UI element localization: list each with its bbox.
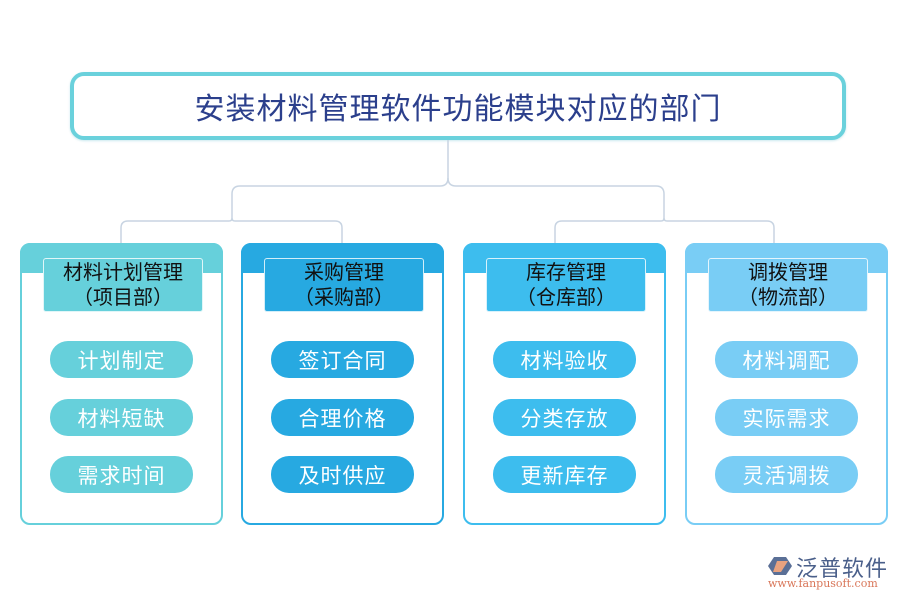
diagram-title: 安装材料管理软件功能模块对应的部门 — [194, 92, 722, 127]
module-card-transfer: 调拨管理 （物流部） 材料调配 实际需求 灵活调拨 — [685, 243, 888, 525]
feature-pill: 灵活调拨 — [715, 456, 858, 493]
feature-pill: 分类存放 — [493, 399, 636, 436]
module-card-planning: 材料计划管理 （项目部） 计划制定 材料短缺 需求时间 — [20, 243, 223, 525]
module-department: （采购部） — [294, 285, 394, 309]
module-department: （仓库部） — [516, 285, 616, 309]
feature-pill: 实际需求 — [715, 399, 858, 436]
title-box: 安装材料管理软件功能模块对应的部门 — [70, 72, 846, 140]
module-label: 库存管理 （仓库部） — [486, 258, 646, 312]
feature-pill: 需求时间 — [50, 456, 193, 493]
feature-pill: 及时供应 — [271, 456, 414, 493]
module-card-purchasing: 采购管理 （采购部） 签订合同 合理价格 及时供应 — [241, 243, 444, 525]
module-name: 调拨管理 — [748, 260, 828, 284]
module-name: 库存管理 — [526, 260, 606, 284]
logo-url: www.fanpusoft.com — [768, 577, 878, 590]
module-name: 采购管理 — [304, 260, 384, 284]
module-name: 材料计划管理 — [63, 260, 183, 284]
module-department: （物流部） — [738, 285, 838, 309]
feature-pill: 材料短缺 — [50, 399, 193, 436]
module-card-inventory: 库存管理 （仓库部） 材料验收 分类存放 更新库存 — [463, 243, 666, 525]
logo-mark-icon — [768, 557, 792, 575]
logo-name: 泛普软件 — [796, 557, 889, 582]
feature-pill: 签订合同 — [271, 341, 414, 378]
brand-logo: 泛普软件 www.fanpusoft.com — [768, 553, 893, 593]
feature-pill: 材料调配 — [715, 341, 858, 378]
feature-pill: 计划制定 — [50, 341, 193, 378]
module-label: 采购管理 （采购部） — [264, 258, 424, 312]
feature-pill: 合理价格 — [271, 399, 414, 436]
feature-pill: 材料验收 — [493, 341, 636, 378]
module-department: （项目部） — [73, 285, 173, 309]
module-label: 材料计划管理 （项目部） — [43, 258, 203, 312]
feature-pill: 更新库存 — [493, 456, 636, 493]
module-label: 调拨管理 （物流部） — [708, 258, 868, 312]
